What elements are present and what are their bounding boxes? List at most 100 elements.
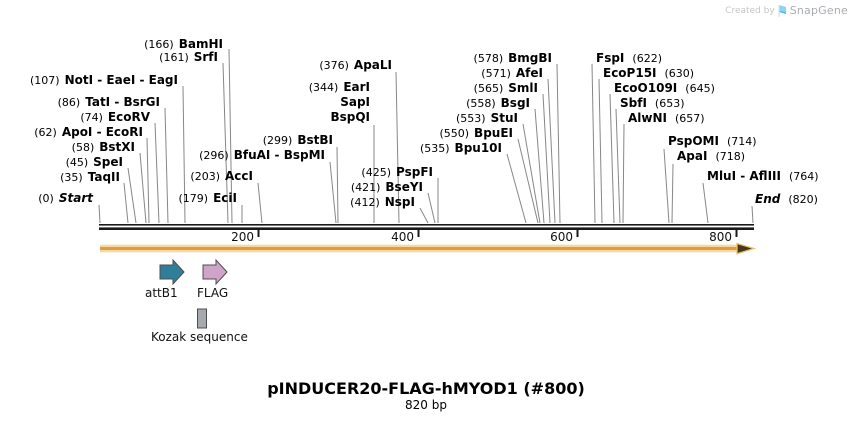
site-label-taqii[interactable]: (35)TaqII bbox=[60, 171, 120, 185]
site-label-stui[interactable]: (553)StuI bbox=[456, 111, 518, 126]
site-label-alwni[interactable]: AlwNI (657) bbox=[628, 111, 705, 126]
site-label-bamhi[interactable]: (166)BamHI bbox=[144, 38, 223, 52]
site-name: SapI bbox=[340, 95, 370, 109]
site-label-ecoo109i[interactable]: EcoO109I(645) bbox=[614, 82, 715, 96]
site-label-bsgi[interactable]: (558) BsgI bbox=[466, 96, 530, 111]
site-name: BspQI bbox=[330, 110, 370, 124]
site-position: (58) bbox=[71, 141, 95, 154]
site-position: (645) bbox=[685, 82, 715, 95]
site-position: (425) bbox=[361, 166, 392, 179]
site-position: (657) bbox=[675, 112, 705, 125]
site-position: (820) bbox=[788, 193, 818, 206]
site-name: ApaI bbox=[677, 149, 708, 163]
site-label-pspfi[interactable]: (425) PspFI bbox=[361, 165, 433, 180]
site-name: BmgBI bbox=[508, 51, 552, 65]
plasmid-name: pINDUCER20-FLAG-hMYOD1 (#800) bbox=[267, 379, 585, 398]
kozak-feature-label[interactable]: Kozak sequence bbox=[151, 330, 248, 344]
site-position: (764) bbox=[788, 170, 819, 183]
site-label-bstbi[interactable]: (299)BstBI bbox=[262, 134, 333, 148]
site-label-mlui-afliii[interactable]: MluI - AflIII (764) bbox=[707, 169, 819, 184]
site-position: (565) bbox=[473, 82, 504, 95]
site-label-nspi[interactable]: (412)NspI bbox=[350, 195, 415, 210]
site-label-bfuai-bspmi[interactable]: (296)BfuAI - BspMI bbox=[199, 149, 325, 163]
site-label-fspi[interactable]: FspI (622) bbox=[596, 51, 662, 66]
site-position: (421) bbox=[350, 181, 381, 194]
site-label-acci[interactable]: (203)AccI bbox=[190, 170, 253, 184]
site-label-sapi[interactable]: SapI bbox=[340, 96, 370, 109]
site-name: TatI - BsrGI bbox=[85, 95, 160, 109]
site-position: (166) bbox=[144, 38, 174, 51]
site-label-bstxi[interactable]: (58) BstXI bbox=[71, 140, 135, 155]
site-name: BseYI bbox=[385, 180, 423, 194]
flag-feature-label[interactable]: FLAG bbox=[197, 286, 229, 300]
site-label-noti-eaei-eagi[interactable]: (107) NotI - EaeI - EagI bbox=[29, 73, 178, 88]
site-name: SpeI bbox=[93, 155, 123, 169]
attb1-feature-arrow-icon[interactable] bbox=[159, 258, 185, 286]
flag-feature-arrow-icon[interactable] bbox=[202, 258, 228, 286]
site-name: BsgI bbox=[500, 96, 530, 110]
site-name: ApoI - EcoRI bbox=[61, 125, 143, 139]
site-label-tati-bsrgi[interactable]: (86) TatI - BsrGI bbox=[57, 95, 160, 110]
site-name: AfeI bbox=[515, 66, 543, 80]
site-label-bpuei[interactable]: (550)BpuEI bbox=[439, 127, 513, 141]
snapgene-logo-icon bbox=[778, 4, 786, 17]
site-label-ecop15i[interactable]: EcoP15I(630) bbox=[603, 67, 695, 81]
site-name: Bpu10I bbox=[454, 141, 502, 155]
site-label-apali[interactable]: (376)ApaLI bbox=[319, 59, 392, 73]
axis-tick-800: 800 bbox=[709, 230, 732, 244]
site-label-spei[interactable]: (45)SpeI bbox=[66, 155, 123, 170]
site-name: SrfI bbox=[193, 50, 218, 64]
site-label-bspqi[interactable]: BspQI bbox=[330, 111, 370, 124]
kozak-feature-box-icon[interactable] bbox=[197, 308, 207, 329]
sequence-axis bbox=[99, 224, 754, 237]
site-name: PspFI bbox=[396, 165, 433, 179]
orf-arrow[interactable] bbox=[100, 242, 757, 255]
site-name: NspI bbox=[384, 195, 415, 209]
created-by-text: Created by bbox=[725, 5, 775, 16]
site-position: (558) bbox=[466, 97, 496, 110]
site-position: (578) bbox=[473, 52, 504, 65]
site-name: SmlI bbox=[508, 81, 538, 95]
site-label-bseyi[interactable]: (421) BseYI bbox=[350, 180, 423, 195]
site-label-apoi-ecori[interactable]: (62) ApoI - EcoRI bbox=[34, 125, 143, 140]
site-label-afei[interactable]: (571) AfeI bbox=[481, 66, 543, 81]
site-label-srfi[interactable]: (161)SrfI bbox=[159, 50, 218, 65]
site-label-bpu10i[interactable]: (535)Bpu10I bbox=[420, 141, 502, 156]
site-label-smli[interactable]: (565) SmlI bbox=[473, 81, 538, 96]
site-position: (107) bbox=[29, 74, 60, 87]
site-name: SbfI bbox=[620, 96, 647, 110]
site-position: (344) bbox=[308, 81, 339, 94]
site-label-apai[interactable]: ApaI(718) bbox=[677, 149, 745, 164]
site-position: (630) bbox=[664, 67, 695, 80]
site-label-eari[interactable]: (344)EarI bbox=[308, 81, 370, 95]
site-label-ecorv[interactable]: (74)EcoRV bbox=[80, 111, 150, 125]
site-name: NotI - EaeI - EagI bbox=[64, 73, 178, 87]
site-position: (299) bbox=[262, 134, 293, 147]
site-label-bmgbi[interactable]: (578) BmgBI bbox=[473, 51, 552, 66]
site-position: (62) bbox=[34, 126, 57, 139]
site-position: (571) bbox=[481, 67, 511, 80]
site-name: AlwNI bbox=[628, 111, 667, 125]
site-position: (653) bbox=[654, 97, 685, 110]
map-end-label: End(820) bbox=[755, 193, 818, 207]
site-label-sbfi[interactable]: SbfI (653) bbox=[620, 96, 685, 111]
branding: Created by SnapGene bbox=[725, 4, 848, 17]
site-position: (86) bbox=[57, 96, 81, 109]
attb1-feature-label[interactable]: attB1 bbox=[145, 286, 178, 300]
orf-arrowhead-icon bbox=[736, 242, 757, 255]
site-label-ecii[interactable]: (179)EciI bbox=[179, 192, 237, 206]
site-name: MluI - AflIII bbox=[707, 169, 781, 183]
axis-tick-600: 600 bbox=[550, 230, 573, 244]
site-name: BstXI bbox=[99, 140, 135, 154]
site-name: PspOMI bbox=[668, 134, 719, 148]
site-position: (0) bbox=[38, 192, 54, 205]
map-start-label: (0)Start bbox=[38, 192, 93, 206]
map-title-block: pINDUCER20-FLAG-hMYOD1 (#800) 820 bp bbox=[0, 380, 852, 413]
site-label-pspomi[interactable]: PspOMI(714) bbox=[668, 134, 757, 149]
axis-tick-200: 200 bbox=[231, 230, 254, 244]
site-position: (622) bbox=[632, 52, 662, 65]
site-name: FspI bbox=[596, 51, 625, 65]
site-name: StuI bbox=[490, 111, 518, 125]
site-position: (376) bbox=[319, 59, 349, 72]
